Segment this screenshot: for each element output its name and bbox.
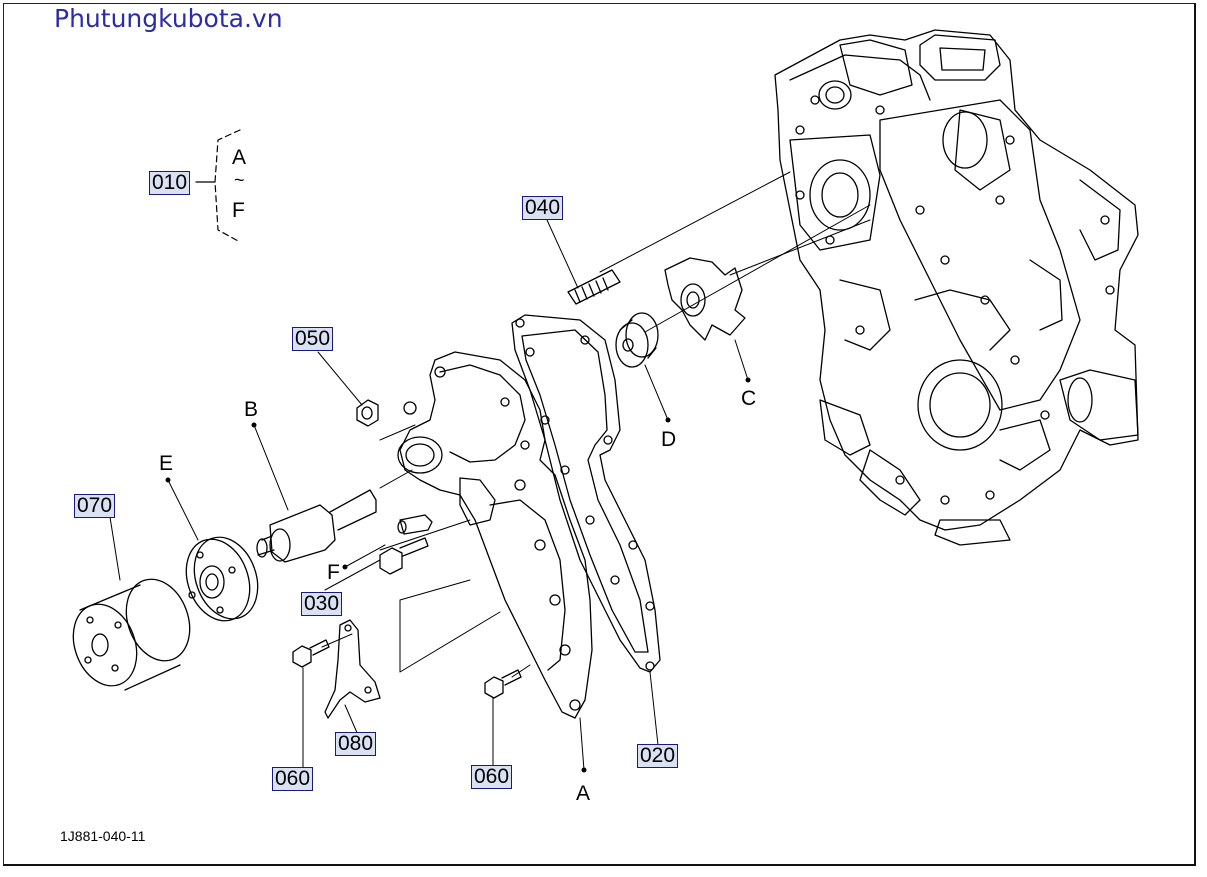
water-pump-body-part-a (397, 351, 593, 719)
gear-case-bolt-holes (795, 95, 1115, 505)
part-label-020[interactable]: 020 (637, 744, 679, 768)
bracket-part-080 (324, 619, 381, 719)
nut-part-050 (356, 399, 379, 427)
stud-part-040 (567, 269, 621, 305)
ref-letter-f: F (327, 561, 340, 584)
bolt-part-030 (379, 537, 429, 575)
part-label-040[interactable]: 040 (522, 196, 564, 220)
drawing-code: 1J881-040-11 (60, 828, 146, 844)
part-label-070[interactable]: 070 (74, 494, 116, 518)
pulley-part-070 (72, 578, 191, 691)
diagram-frame (3, 3, 1196, 866)
set-range-tilde: ~ (234, 170, 245, 190)
shaft-bearing-part-b (256, 489, 377, 563)
pin-part-f (397, 514, 433, 535)
ref-letter-d: D (661, 428, 677, 451)
part-label-080[interactable]: 080 (335, 732, 377, 756)
gear-case-housing (774, 29, 1139, 546)
part-label-030[interactable]: 030 (301, 592, 343, 616)
impeller-part-c (664, 257, 746, 341)
watermark-text: Phutungkubota.vn (54, 4, 283, 33)
part-label-060-left[interactable]: 060 (272, 767, 314, 791)
ref-letter-e: E (159, 452, 174, 475)
ref-letter-b: B (244, 398, 259, 421)
set-range-to: F (232, 199, 245, 222)
gasket-part-020 (511, 314, 661, 673)
callout-leaders (109, 219, 749, 771)
part-label-050[interactable]: 050 (292, 327, 334, 351)
hub-flange-part-e (185, 536, 259, 622)
part-label-060-right[interactable]: 060 (471, 765, 513, 789)
part-label-010[interactable]: 010 (149, 171, 191, 195)
bolt-part-060-left (292, 639, 330, 668)
bolt-part-060-right (484, 669, 522, 699)
ref-letter-c: C (741, 387, 757, 410)
seal-part-d (615, 312, 659, 368)
callout-dots (165, 377, 751, 773)
set-bracket-010 (195, 129, 241, 243)
ref-letter-a: A (576, 782, 591, 805)
alignment-lines (321, 171, 871, 678)
set-range-from: A (232, 146, 247, 169)
